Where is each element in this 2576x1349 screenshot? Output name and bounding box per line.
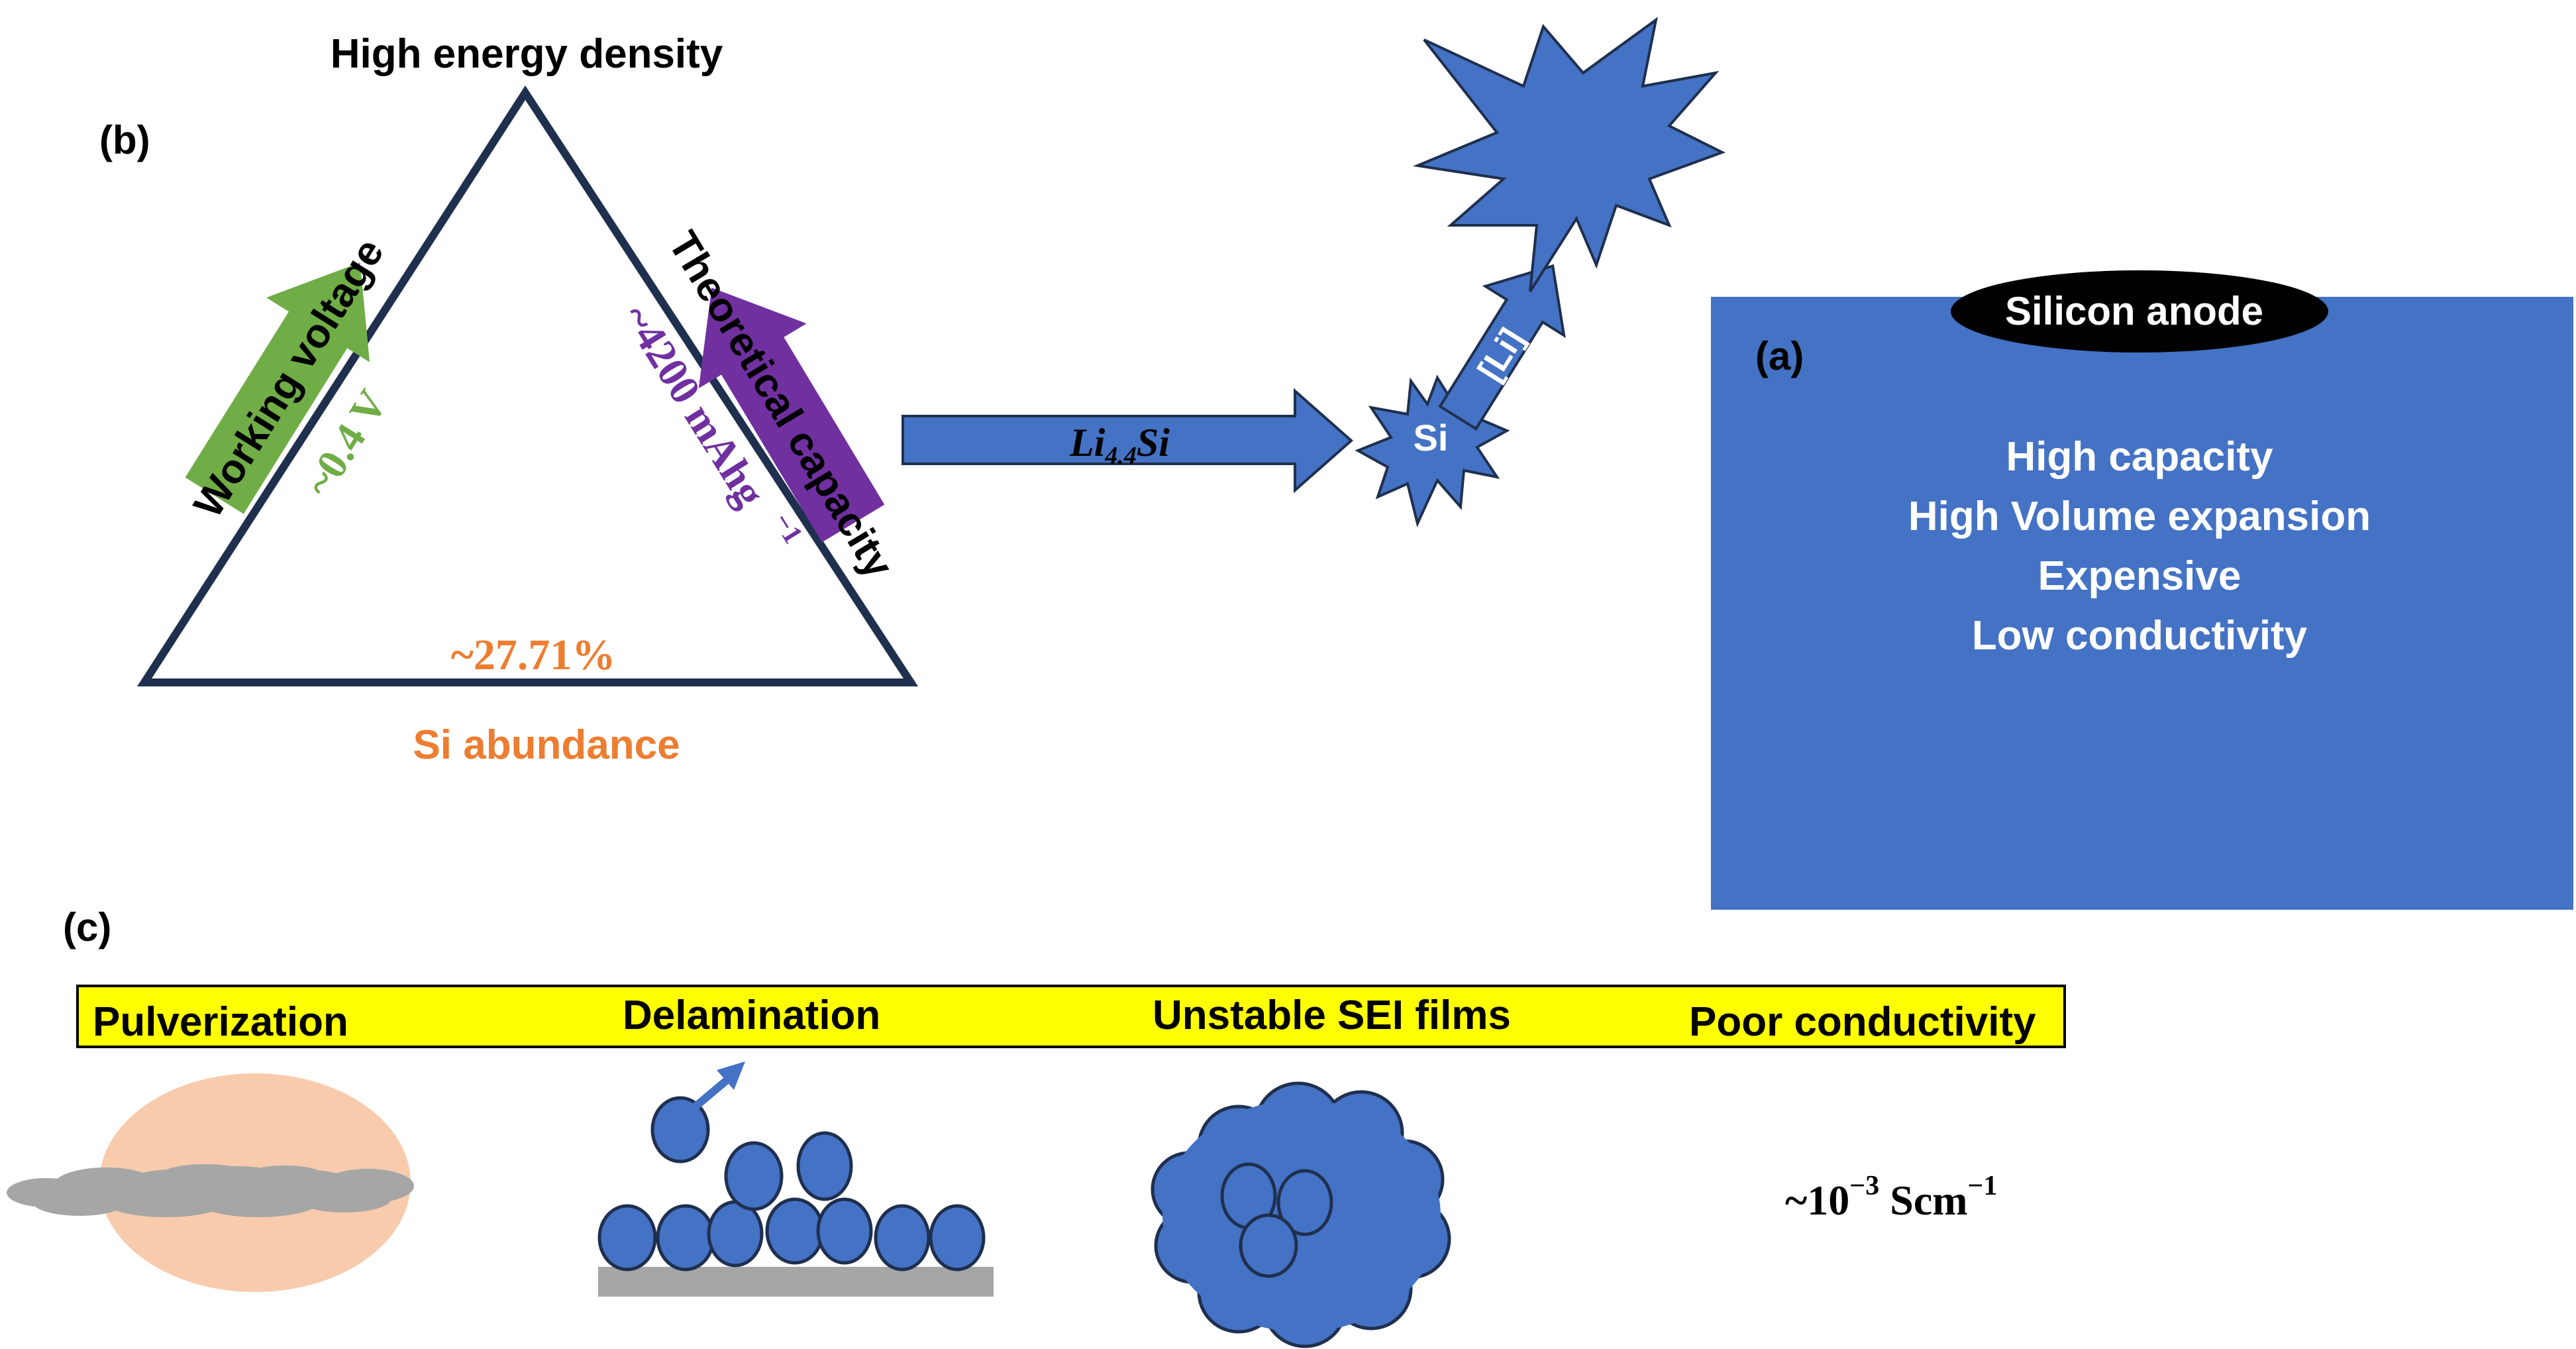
silicon-anode-box xyxy=(1711,297,2573,910)
lithiation-arrow-label: Li4.4Si xyxy=(1069,421,1170,470)
silicon-anode-title-oval xyxy=(1951,270,2328,352)
delamination-arrow xyxy=(693,1061,745,1110)
property-high-capacity: High capacity xyxy=(2006,434,2273,480)
issue-unstable-sei: Unstable SEI films xyxy=(1153,993,1511,1038)
conductivity-value: ~10−3 Scm−1 xyxy=(1785,1171,1997,1224)
triangle-top-label: High energy density xyxy=(331,31,723,77)
property-low-conductivity: Low conductivity xyxy=(1972,613,2308,659)
lithiation-arrow xyxy=(902,388,1354,494)
expanded-particle-star xyxy=(1412,17,1726,293)
property-volume-expansion: High Volume expansion xyxy=(1908,494,2371,539)
delamination-illustration xyxy=(597,1061,994,1297)
panel-a-label: (a) xyxy=(1755,334,1804,378)
property-expensive: Expensive xyxy=(2038,553,2241,599)
si-particle-label: Si xyxy=(1414,417,1449,459)
issue-poor-conductivity: Poor conductivity xyxy=(1689,999,2036,1045)
properties-triangle xyxy=(136,85,919,686)
silicon-anode-title: Silicon anode xyxy=(2005,289,2263,333)
issue-pulverization: Pulverization xyxy=(93,999,348,1045)
si-abundance-value: ~27.71% xyxy=(451,631,616,679)
panel-c-label: (c) xyxy=(63,905,111,949)
panel-b-label: (b) xyxy=(99,118,150,162)
pulverization-illustration xyxy=(7,1073,414,1292)
issues-bar xyxy=(76,985,2066,1048)
si-abundance-label: Si abundance xyxy=(413,722,680,768)
unstable-sei-illustration xyxy=(1151,1081,1451,1348)
issue-delamination: Delamination xyxy=(623,993,880,1038)
